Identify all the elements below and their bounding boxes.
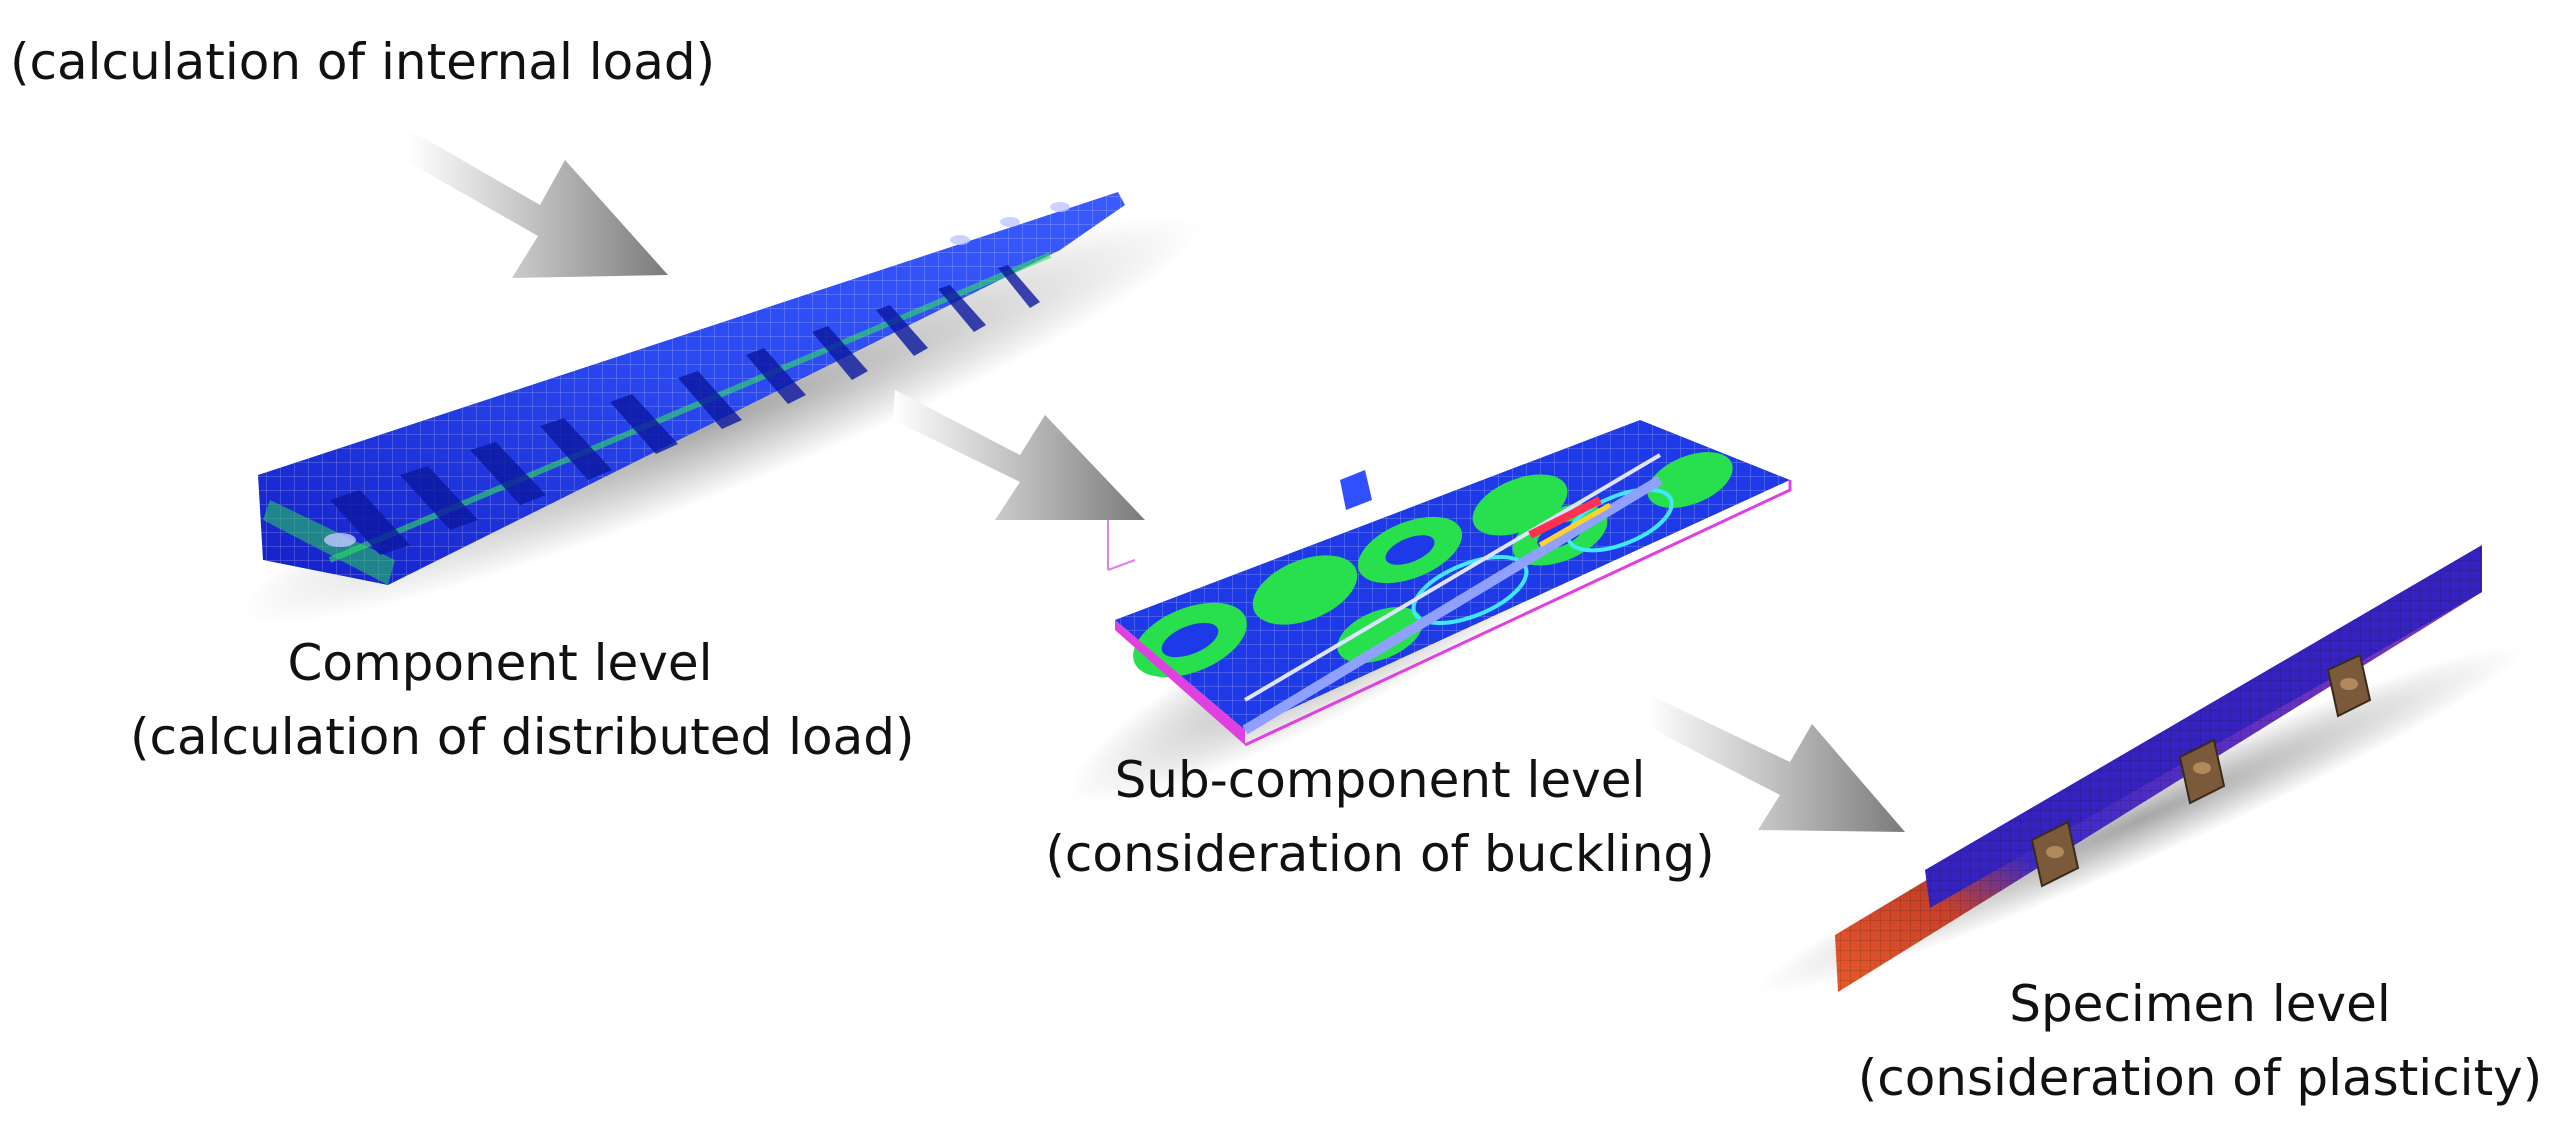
specimen-caption: Specimen level (consideration of plastic…	[1850, 967, 2550, 1115]
top-caption-text: (calculation of internal load)	[10, 33, 716, 91]
subcomponent-subtitle: (consideration of buckling)	[1045, 825, 1715, 883]
component-level-model	[237, 192, 1203, 626]
specimen-subtitle: (consideration of plasticity)	[1857, 1049, 2543, 1107]
component-caption: Component level (calculation of distribu…	[130, 626, 915, 774]
subcomponent-title: Sub-component level	[1114, 751, 1646, 809]
specimen-level-model	[1755, 545, 2525, 995]
flow-arrow-2	[893, 390, 1145, 520]
flow-arrow-1	[408, 130, 668, 278]
component-title: Component level	[287, 634, 713, 692]
subcomponent-level-model	[1067, 420, 1792, 804]
component-subtitle: (calculation of distributed load)	[130, 708, 915, 766]
flow-arrow-3	[1648, 695, 1905, 832]
top-caption: (calculation of internal load)	[10, 25, 715, 99]
subcomponent-caption: Sub-component level (consideration of bu…	[1040, 743, 1720, 891]
specimen-title: Specimen level	[2009, 975, 2391, 1033]
